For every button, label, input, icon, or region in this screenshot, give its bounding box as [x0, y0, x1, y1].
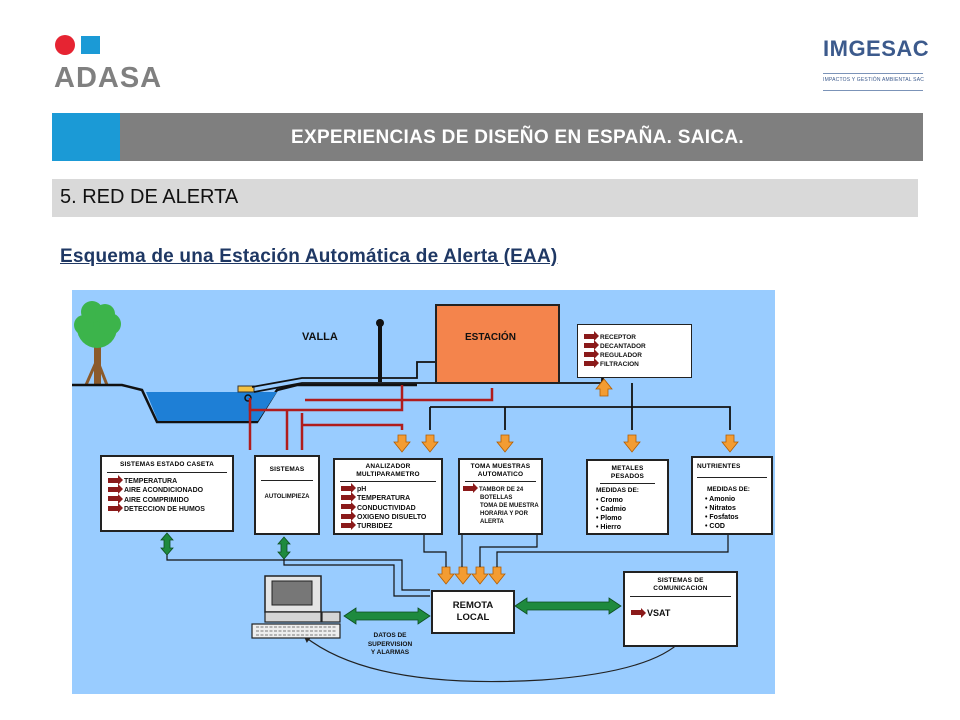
section-title: 5. RED DE ALERTA — [60, 186, 239, 208]
title-accent — [52, 113, 120, 161]
toma-item: BOTELLAS — [480, 495, 513, 501]
toma-title: TOMA MUESTRAS AUTOMATICO — [465, 460, 536, 482]
comunicacion-box: SISTEMAS DE COMUNICACION VSAT — [623, 571, 738, 647]
adasa-logo: ADASA — [54, 62, 163, 94]
estacion-label: ESTACIÓN — [465, 332, 516, 343]
adasa-logo-square — [81, 36, 100, 54]
autolimpieza-text: AUTOLIMPIEZA — [264, 494, 310, 500]
title-bar — [120, 113, 923, 161]
metales-box: METALES PESADOS MEDIDAS DE: • Cromo • Ca… — [586, 459, 669, 535]
autolimpieza-title: SISTEMAS — [261, 457, 313, 481]
caseta-title: SISTEMAS ESTADO CASETA — [107, 457, 227, 473]
remota-label: REMOTA — [452, 600, 494, 611]
imgesac-divider-bottom — [823, 90, 923, 91]
metales-label: MEDIDAS DE: — [596, 487, 639, 494]
diagram-subtitle: Esquema de una Estación Automática de Al… — [60, 246, 558, 267]
status-arrows — [160, 532, 622, 625]
imgesac-logo: IMGESAC — [823, 36, 930, 61]
analizador-item: OXIGENO DISUELTO — [357, 513, 427, 521]
nutrientes-item: • Fosfatos — [705, 514, 739, 521]
analizador-item: pH — [357, 486, 367, 493]
estacion-building: ESTACIÓN — [435, 304, 560, 384]
toma-item: HORARIA Y POR — [480, 511, 528, 517]
metales-item: • Plomo — [596, 515, 622, 522]
eaa-diagram: ESTACIÓN VALLA RECEPTOR DECANTADOR REGUL… — [72, 290, 775, 694]
nutrientes-box: NUTRIENTES MEDIDAS DE: • Amonio • Nitrat… — [691, 456, 773, 535]
tree-icon — [74, 301, 121, 386]
caseta-item: DETECCION DE HUMOS — [124, 505, 205, 513]
sample-arrows — [393, 378, 739, 585]
toma-item: TOMA DE MUESTRA — [480, 503, 539, 509]
datos-line: DATOS DE — [373, 632, 407, 639]
metales-item: • Hierro — [596, 524, 622, 531]
receptor-item: DECANTADOR — [600, 343, 646, 350]
toma-item: TAMBOR DE 24 — [479, 487, 524, 493]
imgesac-divider — [823, 73, 923, 74]
toma-muestras-box: TOMA MUESTRAS AUTOMATICO TAMBOR DE 24 BO… — [458, 458, 543, 535]
analizador-item: TEMPERATURA — [357, 495, 411, 503]
computer-terminal-icon — [251, 575, 341, 639]
toma-item: ALERTA — [480, 519, 504, 525]
local-label: LOCAL — [456, 612, 490, 623]
river-water — [146, 392, 277, 421]
valla-label: VALLA — [302, 331, 338, 343]
metales-title: METALES PESADOS — [600, 461, 655, 484]
nutrientes-item: • Amonio — [705, 496, 736, 503]
analizador-box: ANALIZADOR MULTIPARAMETRO pH TEMPERATURA… — [333, 458, 443, 535]
analizador-item: CONDUCTIVIDAD — [357, 504, 416, 512]
caseta-item: AIRE COMPRIMIDO — [124, 496, 189, 504]
page-title: EXPERIENCIAS DE DISEÑO EN ESPAÑA. SAICA. — [291, 127, 744, 148]
datos-label: DATOS DE SUPERVISION Y ALARMAS — [365, 632, 415, 658]
fence-top — [376, 319, 384, 327]
comunicacion-title: SISTEMAS DE COMUNICACION — [630, 573, 731, 597]
receptor-item: REGULADOR — [600, 352, 642, 359]
supply-pipes — [248, 385, 494, 450]
receptor-item: FILTRACION — [600, 361, 639, 368]
intake-pump — [237, 385, 255, 393]
datos-line: Y ALARMAS — [370, 649, 410, 656]
imgesac-tagline: IMPACTOS Y GESTIÓN AMBIENTAL SAC — [823, 77, 925, 83]
caseta-item: AIRE ACONDICIONADO — [124, 487, 204, 495]
section-bar — [52, 179, 918, 217]
adasa-logo-dot — [55, 35, 75, 55]
nutrientes-item: • COD — [705, 523, 725, 530]
metales-item: • Cadmio — [596, 506, 627, 513]
nutrientes-item: • Nitratos — [705, 505, 736, 512]
remota-local-box: REMOTA LOCAL — [431, 590, 515, 634]
analizador-item: TURBIDEZ — [357, 523, 393, 531]
nutrientes-label: MEDIDAS DE: — [707, 486, 750, 493]
datos-line: SUPERVISION — [367, 640, 413, 648]
receptor-box: RECEPTOR DECANTADOR REGULADOR FILTRACION — [577, 324, 692, 378]
diagram-graphics — [72, 301, 739, 683]
vsat-label: VSAT — [647, 608, 671, 618]
metales-item: • Cromo — [596, 497, 623, 504]
riverbank — [72, 383, 372, 424]
receptor-item: RECEPTOR — [600, 334, 636, 341]
nutrientes-title: NUTRIENTES — [697, 458, 767, 478]
autolimpieza-box: SISTEMAS AUTOLIMPIEZA — [254, 455, 320, 535]
caseta-box: SISTEMAS ESTADO CASETA TEMPERATURA AIRE … — [100, 455, 234, 532]
analizador-title: ANALIZADOR MULTIPARAMETRO — [340, 460, 436, 482]
caseta-item: TEMPERATURA — [124, 478, 178, 485]
